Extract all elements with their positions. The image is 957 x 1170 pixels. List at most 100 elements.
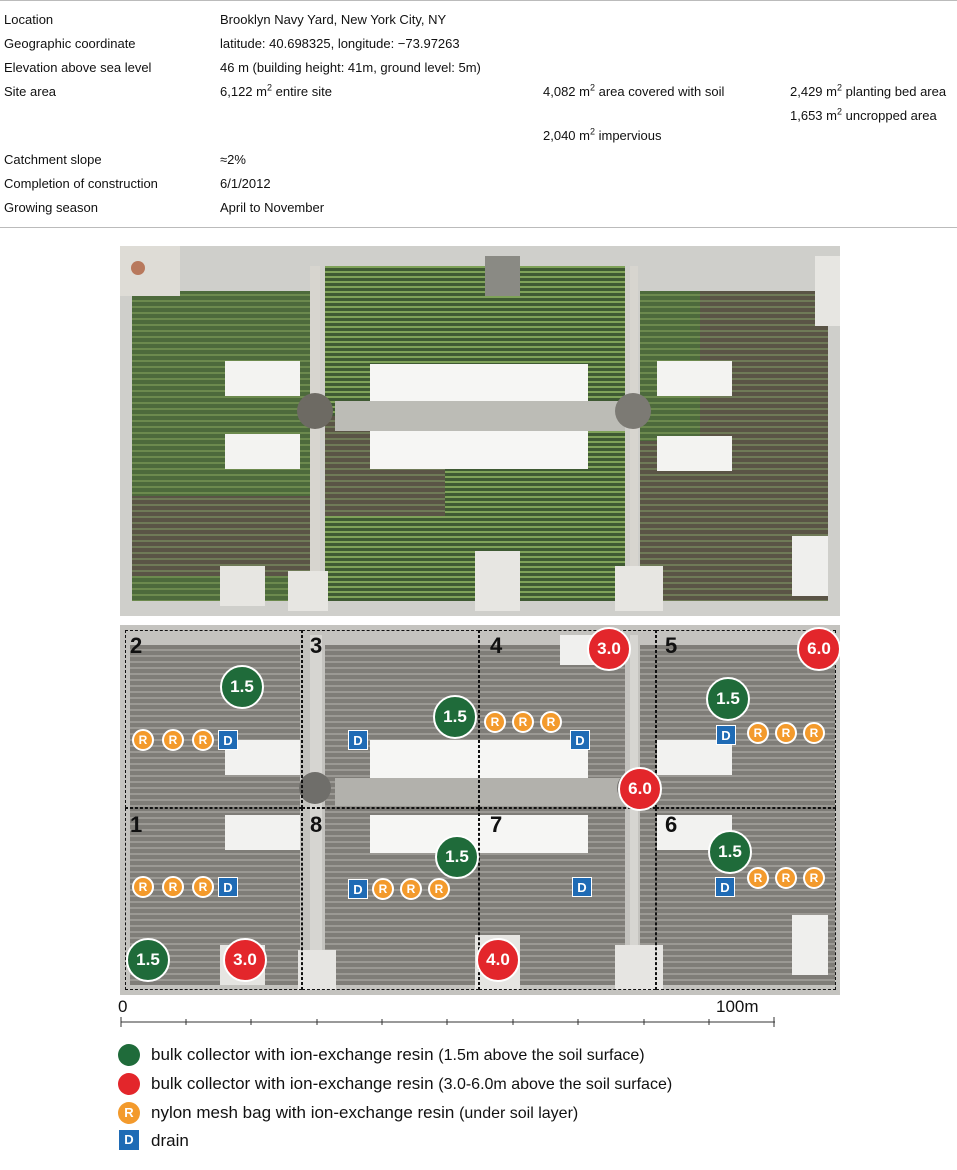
green-collector-marker: 1.5 <box>706 677 750 721</box>
area-suffix: uncropped area <box>842 108 937 123</box>
area-unit-sup: 2 <box>266 82 272 93</box>
area-suffix: area covered with soil <box>595 84 725 99</box>
drain-marker: D <box>715 877 735 897</box>
info-row-season: Growing season April to November <box>0 197 957 219</box>
info-label: Location <box>4 12 54 27</box>
legend-label: drain <box>151 1131 189 1150</box>
site-area-impervious: 2,040 m2 impervious <box>543 125 661 147</box>
green-collector-marker: 1.5 <box>433 695 477 739</box>
legend-label: nylon mesh bag with ion-exchange resin <box>151 1103 455 1122</box>
info-label: Site area <box>4 84 57 99</box>
aerial-photo-illustration <box>120 246 840 616</box>
resin-bag-marker: R <box>428 878 450 900</box>
area-value: 2,040 m <box>543 128 590 143</box>
info-label: Catchment slope <box>4 152 102 167</box>
resin-bag-icon: R <box>118 1102 140 1124</box>
info-row-coordinate: Geographic coordinate latitude: 40.69832… <box>0 33 957 55</box>
drain-marker: D <box>348 879 368 899</box>
drain-marker: D <box>348 730 368 750</box>
green-collector-marker: 1.5 <box>220 665 264 709</box>
zone-8-boundary <box>302 808 479 990</box>
legend-note: (3.0-6.0m above the soil surface) <box>438 1076 673 1093</box>
site-area-entire: 6,122 m2 entire site <box>220 81 332 103</box>
resin-bag-marker: R <box>400 878 422 900</box>
resin-bag-marker: R <box>803 722 825 744</box>
resin-bag-marker: R <box>747 722 769 744</box>
sampling-map: 2 3 4 5 1 8 7 6 1.5 1.5 1.5 1.5 1.5 1.5 … <box>120 625 840 995</box>
zone-4-boundary <box>479 630 656 808</box>
resin-bag-marker: R <box>775 722 797 744</box>
scale-bar: 0 100m <box>118 997 840 1030</box>
area-unit-sup: 2 <box>836 106 842 117</box>
info-label: Elevation above sea level <box>4 60 152 75</box>
resin-bag-marker: R <box>803 867 825 889</box>
zone-number-6: 6 <box>665 812 678 837</box>
drain-marker: D <box>570 730 590 750</box>
info-label: Completion of construction <box>4 176 158 191</box>
info-row-uncropped: 1,653 m2 uncropped area <box>0 105 957 127</box>
info-label: Geographic coordinate <box>4 36 136 51</box>
green-collector-marker: 1.5 <box>126 938 170 982</box>
area-value: 2,429 m <box>790 84 837 99</box>
info-value: ≈2% <box>220 152 246 167</box>
resin-bag-marker: R <box>192 729 214 751</box>
info-row-site-area: Site area 6,122 m2 entire site 4,082 m2 … <box>0 81 957 103</box>
drain-marker: D <box>218 730 238 750</box>
info-value: April to November <box>220 200 325 215</box>
drain-marker: D <box>572 877 592 897</box>
zone-number-5: 5 <box>665 633 678 658</box>
resin-bag-marker: R <box>747 867 769 889</box>
info-row-completion: Completion of construction 6/1/2012 <box>0 173 957 195</box>
info-value: Brooklyn Navy Yard, New York City, NY <box>220 12 447 27</box>
info-value: 6/1/2012 <box>220 176 271 191</box>
info-row-slope: Catchment slope ≈2% <box>0 149 957 171</box>
red-collector-marker: 6.0 <box>797 627 840 671</box>
aerial-photo <box>120 246 840 616</box>
zone-7-boundary <box>479 808 656 990</box>
green-circle-icon <box>118 1044 140 1066</box>
legend-text: bulk collector with ion-exchange resin (… <box>151 1071 672 1098</box>
legend-text: drain <box>151 1128 189 1154</box>
resin-bag-marker: R <box>512 711 534 733</box>
area-suffix: planting bed area <box>842 84 947 99</box>
info-value: 46 m (building height: 41m, ground level… <box>220 60 481 75</box>
legend-note: (1.5m above the soil surface) <box>438 1047 645 1064</box>
legend-text: bulk collector with ion-exchange resin (… <box>151 1042 645 1069</box>
info-value: latitude: 40.698325, longitude: −73.9726… <box>220 36 460 51</box>
red-collector-marker: 3.0 <box>587 627 631 671</box>
info-row-location: Location Brooklyn Navy Yard, New York Ci… <box>0 9 957 31</box>
site-area-planting-bed: 2,429 m2 planting bed area <box>790 81 946 103</box>
resin-bag-marker: R <box>132 729 154 751</box>
zone-number-3: 3 <box>310 633 323 658</box>
area-value: 6,122 m <box>220 84 267 99</box>
scale-bar-ticks <box>120 1017 775 1027</box>
drain-marker: D <box>716 725 736 745</box>
legend-text: nylon mesh bag with ion-exchange resin (… <box>151 1100 578 1127</box>
scale-end-label: 100m <box>716 997 759 1016</box>
zone-1-boundary <box>125 808 302 990</box>
drain-icon: D <box>119 1130 139 1150</box>
scale-start-label: 0 <box>118 997 128 1016</box>
legend-note: (under soil layer) <box>459 1105 579 1122</box>
area-suffix: entire site <box>272 84 332 99</box>
info-label: Growing season <box>4 200 98 215</box>
area-value: 1,653 m <box>790 108 837 123</box>
zone-5-boundary <box>656 630 836 808</box>
zone-number-8: 8 <box>310 812 323 837</box>
info-row-impervious: 2,040 m2 impervious <box>0 125 957 147</box>
green-collector-marker: 1.5 <box>708 830 752 874</box>
resin-bag-marker: R <box>162 729 184 751</box>
area-suffix: impervious <box>595 128 662 143</box>
zone-number-1: 1 <box>130 812 143 837</box>
site-area-soil: 4,082 m2 area covered with soil <box>543 81 724 103</box>
area-unit-sup: 2 <box>836 82 842 93</box>
zone-2-boundary <box>125 630 302 808</box>
legend-label: bulk collector with ion-exchange resin <box>151 1074 434 1093</box>
site-info-table: Location Brooklyn Navy Yard, New York Ci… <box>0 0 957 228</box>
zone-3-boundary <box>302 630 479 808</box>
site-area-uncropped: 1,653 m2 uncropped area <box>790 105 937 127</box>
legend-label: bulk collector with ion-exchange resin <box>151 1045 434 1064</box>
red-circle-icon <box>118 1073 140 1095</box>
red-collector-marker: 3.0 <box>223 938 267 982</box>
resin-bag-marker: R <box>372 878 394 900</box>
